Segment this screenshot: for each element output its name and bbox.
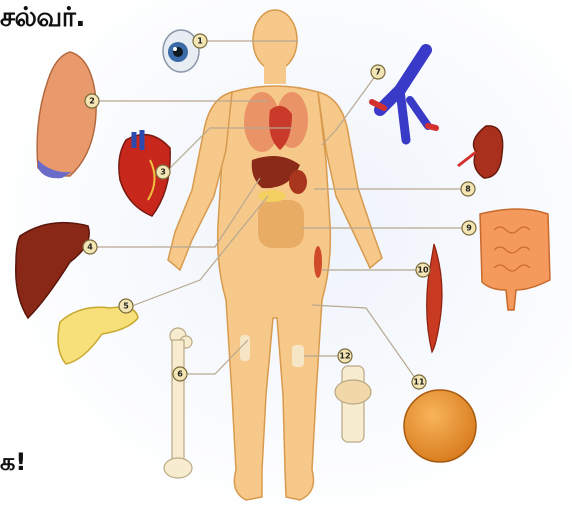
badge-2: 2	[85, 94, 99, 108]
badge-5-label: 5	[123, 302, 129, 311]
badge-11: 11	[412, 375, 426, 389]
badge-7: 7	[371, 65, 385, 79]
body-knee	[292, 345, 304, 367]
skin-tissue-icon	[404, 390, 476, 462]
badge-10: 10	[416, 263, 430, 277]
body-femur	[240, 335, 250, 361]
body-neck	[264, 64, 286, 84]
badge-12-label: 12	[339, 352, 350, 361]
badge-2-label: 2	[89, 97, 95, 106]
body-intestines	[258, 200, 304, 248]
eye-icon	[163, 30, 199, 72]
badge-4: 4	[83, 240, 97, 254]
body-head	[253, 10, 297, 70]
badge-12: 12	[338, 349, 352, 363]
badge-3: 3	[156, 165, 170, 179]
footer-text: க!	[0, 448, 26, 479]
badge-6-label: 6	[177, 370, 183, 379]
body-pancreas	[258, 190, 286, 202]
badge-5: 5	[119, 299, 133, 313]
badge-9: 9	[462, 221, 476, 235]
badge-6: 6	[173, 367, 187, 381]
badge-1-label: 1	[197, 37, 203, 46]
badge-10-label: 10	[417, 266, 429, 275]
header-text: சல்வர்.	[0, 2, 85, 37]
badge-9-label: 9	[466, 224, 472, 233]
badge-4-label: 4	[87, 243, 93, 252]
body-stomach	[289, 170, 307, 194]
badge-7-label: 7	[375, 68, 381, 77]
badge-8-label: 8	[465, 185, 471, 194]
badge-8: 8	[461, 182, 475, 196]
badge-11-label: 11	[413, 378, 425, 387]
badge-3-label: 3	[160, 168, 166, 177]
badge-1: 1	[193, 34, 207, 48]
body-muscle-strip	[314, 246, 322, 278]
